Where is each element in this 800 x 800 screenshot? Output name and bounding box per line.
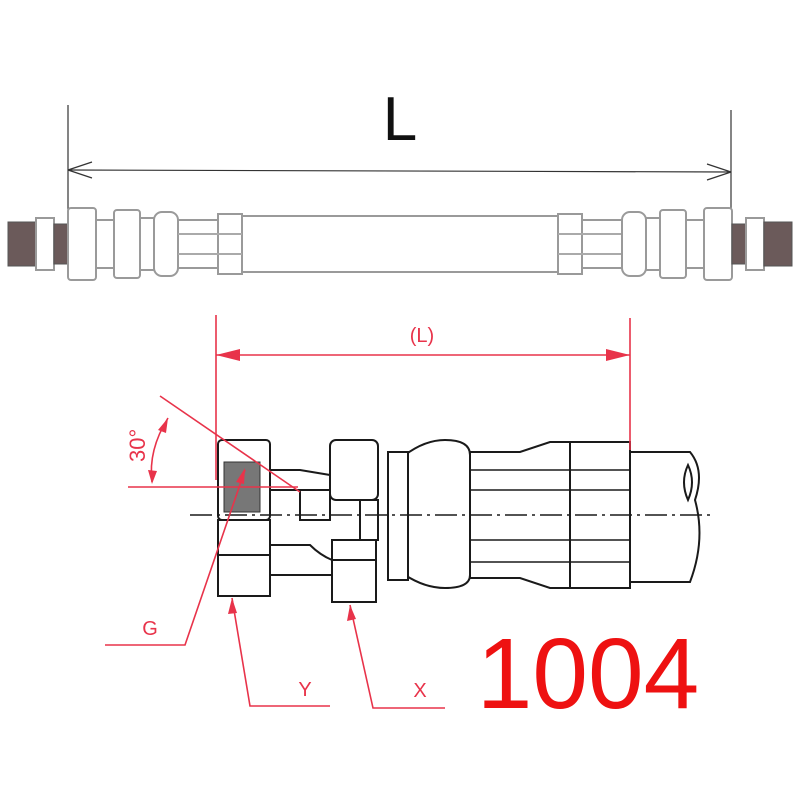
part-number: 1004	[477, 618, 699, 730]
nut-y-label: Y	[298, 679, 311, 701]
thread-label: G	[142, 618, 158, 640]
angle-label: 30°	[125, 429, 150, 462]
fitting-length-label: (L)	[410, 325, 434, 347]
fitting-detail	[190, 438, 715, 603]
overall-length-label: L	[383, 85, 417, 154]
overall-length-dimension: L	[67, 85, 732, 235]
fitting-length-dimension: (L)	[215, 315, 631, 480]
thread-g-leader: G	[105, 468, 246, 646]
angle-annotation: 30°	[125, 395, 301, 493]
nut-x-leader: X	[347, 604, 445, 709]
nut-x-label: X	[413, 680, 426, 702]
hose-assembly-full	[7, 207, 793, 281]
nut-y-leader: Y	[228, 597, 330, 707]
